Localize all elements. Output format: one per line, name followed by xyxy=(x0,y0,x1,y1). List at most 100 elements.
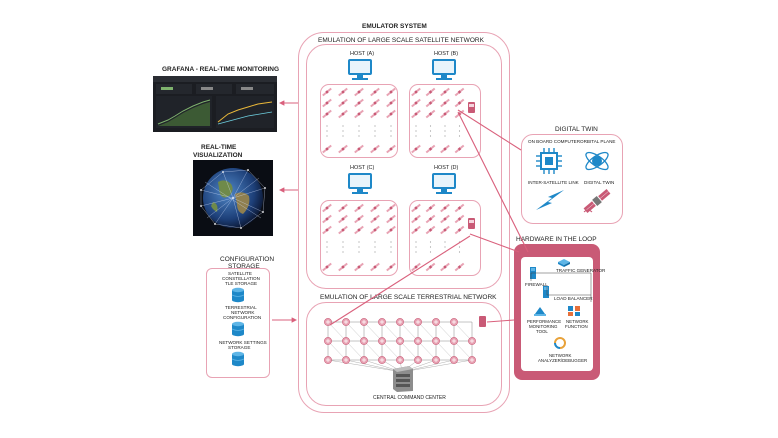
storage-item-2-line2: NETWORK xyxy=(231,310,255,315)
host-b-monitor-icon xyxy=(432,59,456,80)
hardware-port-slot xyxy=(469,104,474,107)
perf-tool-line1: PERFORMANCE xyxy=(527,319,562,324)
router-cross-mark xyxy=(416,320,420,324)
ellipsis-dot xyxy=(444,241,446,243)
ellipsis-dot xyxy=(390,135,392,137)
satellite-icon xyxy=(370,214,380,224)
storage-item-1-line3: TLE STORAGE xyxy=(225,281,258,286)
network-link xyxy=(327,340,347,361)
digital-twin-box xyxy=(521,134,623,224)
satellite-icon xyxy=(386,203,396,213)
digital-twin-title: DIGITAL TWIN xyxy=(555,126,598,133)
satellite-icon xyxy=(425,144,436,154)
satellite-icon xyxy=(411,214,421,224)
satellite-icon xyxy=(354,98,364,108)
satellite-icon xyxy=(370,144,380,154)
router-cross-mark xyxy=(452,320,456,324)
satellite-icon xyxy=(440,203,450,213)
ellipsis-dot xyxy=(374,125,376,127)
satellite-icon xyxy=(440,225,450,235)
orbital-plane-icon xyxy=(585,151,609,171)
satellite-icon xyxy=(386,98,396,108)
storage-item-3-line2: STORAGE xyxy=(228,345,251,350)
network-link xyxy=(453,321,473,342)
ellipsis-dot xyxy=(390,241,392,243)
satellite-icon xyxy=(354,87,364,97)
router-cross-mark xyxy=(344,358,348,362)
satellite-icon xyxy=(425,98,436,108)
grafana-dashboard-graphic xyxy=(153,76,277,128)
satellite-icon xyxy=(425,262,436,272)
satellite-icon xyxy=(322,262,332,272)
ellipsis-dot xyxy=(358,246,360,248)
network-link xyxy=(399,321,419,342)
onboard-computer-chip-icon xyxy=(536,148,562,174)
satellite-icon xyxy=(338,98,348,108)
ellipsis-dot xyxy=(390,130,392,132)
router-cross-mark xyxy=(416,358,420,362)
network-link xyxy=(363,321,383,342)
tle-database-icon xyxy=(231,287,245,303)
traffic-generator-label: TRAFFIC GENERATOR xyxy=(556,268,606,273)
satellite-icon xyxy=(338,109,348,119)
earth-globe-graphic xyxy=(200,168,266,229)
ellipsis-dot xyxy=(415,130,417,132)
storage-item-1-line2: CONSTELLATION xyxy=(222,276,260,281)
config-title-line1: CONFIGURATION xyxy=(220,256,275,263)
satellite-icon xyxy=(411,144,421,154)
router-cross-mark xyxy=(344,320,348,324)
link-host-d-to-hil xyxy=(469,233,520,253)
host-b-label: HOST (B) xyxy=(434,51,459,57)
ellipsis-dot xyxy=(444,125,446,127)
router-cross-mark xyxy=(344,339,348,343)
satellite-grid-host-c xyxy=(320,200,398,276)
perf-tool-line3: TOOL xyxy=(536,329,548,334)
ellipsis-dot xyxy=(374,251,376,253)
router-cross-mark xyxy=(434,339,438,343)
satellite-icon xyxy=(454,144,465,154)
satellite-icon xyxy=(386,144,396,154)
satellite-icon xyxy=(440,214,450,224)
satellite-icon xyxy=(425,203,436,213)
router-cross-mark xyxy=(398,320,402,324)
router-cross-mark xyxy=(326,358,330,362)
host-d-monitor-icon xyxy=(432,173,456,194)
ellipsis-dot xyxy=(458,251,461,253)
ellipsis-dot xyxy=(458,130,461,132)
satellite-icon xyxy=(411,109,421,119)
host-a-monitor-icon xyxy=(348,59,372,80)
satellite-icon xyxy=(454,203,465,213)
network-link xyxy=(435,340,455,361)
satellite-icon xyxy=(425,214,436,224)
router-cross-mark xyxy=(380,320,384,324)
ellipsis-dot xyxy=(429,246,432,248)
ellipsis-dot xyxy=(358,125,360,127)
satellite-icon xyxy=(454,98,465,108)
ellipsis-dot xyxy=(415,251,417,253)
satellite-icon xyxy=(425,109,436,119)
satellite-icon xyxy=(322,214,332,224)
central-command-server-icon xyxy=(393,366,413,392)
network-link xyxy=(327,359,403,373)
router-cross-mark xyxy=(362,358,366,362)
satellite-icon xyxy=(322,203,332,213)
realtime-title-line2: VISUALIZATION xyxy=(193,152,243,159)
network-settings-database-icon xyxy=(231,351,245,367)
storage-item-3-line1: NETWORK SETTINGS xyxy=(219,340,267,345)
network-function-icon xyxy=(568,306,580,316)
central-command-label: CENTRAL COMMAND CENTER xyxy=(373,395,446,401)
network-config-database-icon xyxy=(231,321,245,337)
network-link xyxy=(345,359,403,373)
satellite-grid-host-a xyxy=(320,84,398,158)
satellite-icon xyxy=(440,262,450,272)
ellipsis-dot xyxy=(390,246,392,248)
satellite-icon xyxy=(454,225,465,235)
ellipsis-dot xyxy=(444,246,446,248)
satellite-icon xyxy=(322,98,332,108)
satellite-icon xyxy=(370,87,380,97)
ellipsis-dot xyxy=(390,251,392,253)
host-c-label: HOST (C) xyxy=(350,165,375,171)
ellipsis-dot xyxy=(358,135,360,137)
satellite-icon xyxy=(338,87,348,97)
